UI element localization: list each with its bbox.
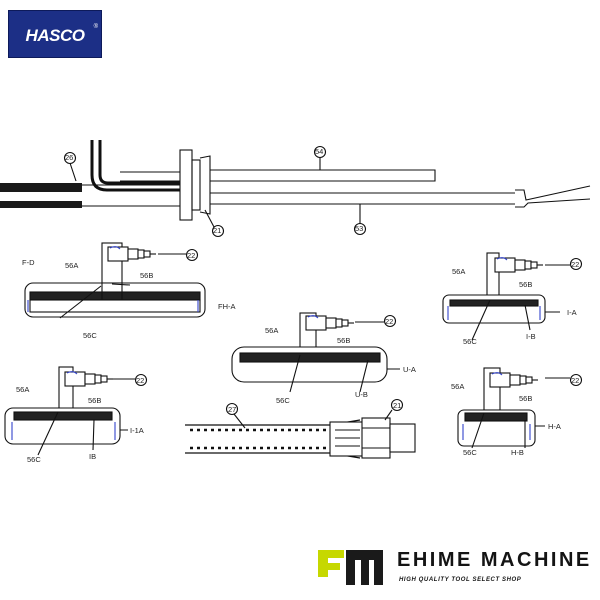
callout-ha: H-A [548,422,561,431]
callout-ia: I-A [567,308,577,317]
callout-56c: 56C [276,396,290,405]
callout-56c: 56C [27,455,41,464]
callout-hb: H-B [511,448,524,457]
callout-56b: 56B [88,396,101,405]
hasco-logo: HASCO ® [8,10,102,58]
callout-56a: 56A [452,267,465,276]
callout-ub: U-B [355,390,368,399]
callout-i1a: I-1A [130,426,144,435]
callout-ib: IB [89,452,96,461]
callout-56b: 56B [140,271,153,280]
callout-ib: I-B [526,332,536,341]
callout-56c: 56C [463,337,477,346]
callout-22: 22 [136,376,144,385]
callout-56a: 56A [65,261,78,270]
callout-56a: 56A [265,326,278,335]
callout-22: 22 [385,317,393,326]
callout-fd: F-D [22,258,35,267]
ehime-machine-logo [318,550,383,585]
callout-56a: 56A [16,385,29,394]
callout-26: 26 [65,153,73,162]
callout-21: 21 [213,226,221,235]
assembly-fh [24,242,206,319]
callout-56b: 56B [519,394,532,403]
callout-ua: U-A [403,365,416,374]
callout-56c: 56C [463,448,477,457]
callout-56b: 56B [519,280,532,289]
registered-mark: ® [93,24,98,30]
top-assembly [0,140,591,238]
callout-56c: 56C [83,331,97,340]
assembly-hose [185,398,416,459]
assembly-i [442,252,583,341]
hasco-logo-text: HASCO [25,26,85,45]
callout-53: 53 [355,224,363,233]
callout-22: 22 [187,251,195,260]
assembly-u [231,312,400,393]
assembly-i1 [4,366,148,456]
callout-27: 27 [228,405,236,414]
callout-fha: FH-A [218,302,236,311]
company-tagline: HIGH QUALITY TOOL SELECT SHOP [399,577,522,583]
callout-22: 22 [571,260,579,269]
assembly-h [457,367,583,449]
callout-56b: 56B [337,336,350,345]
company-name: EHIME MACHINE [397,549,592,571]
callout-21: 21 [393,401,401,410]
callout-22: 22 [571,376,579,385]
callout-54: 54 [315,147,323,156]
callout-56a: 56A [451,382,464,391]
